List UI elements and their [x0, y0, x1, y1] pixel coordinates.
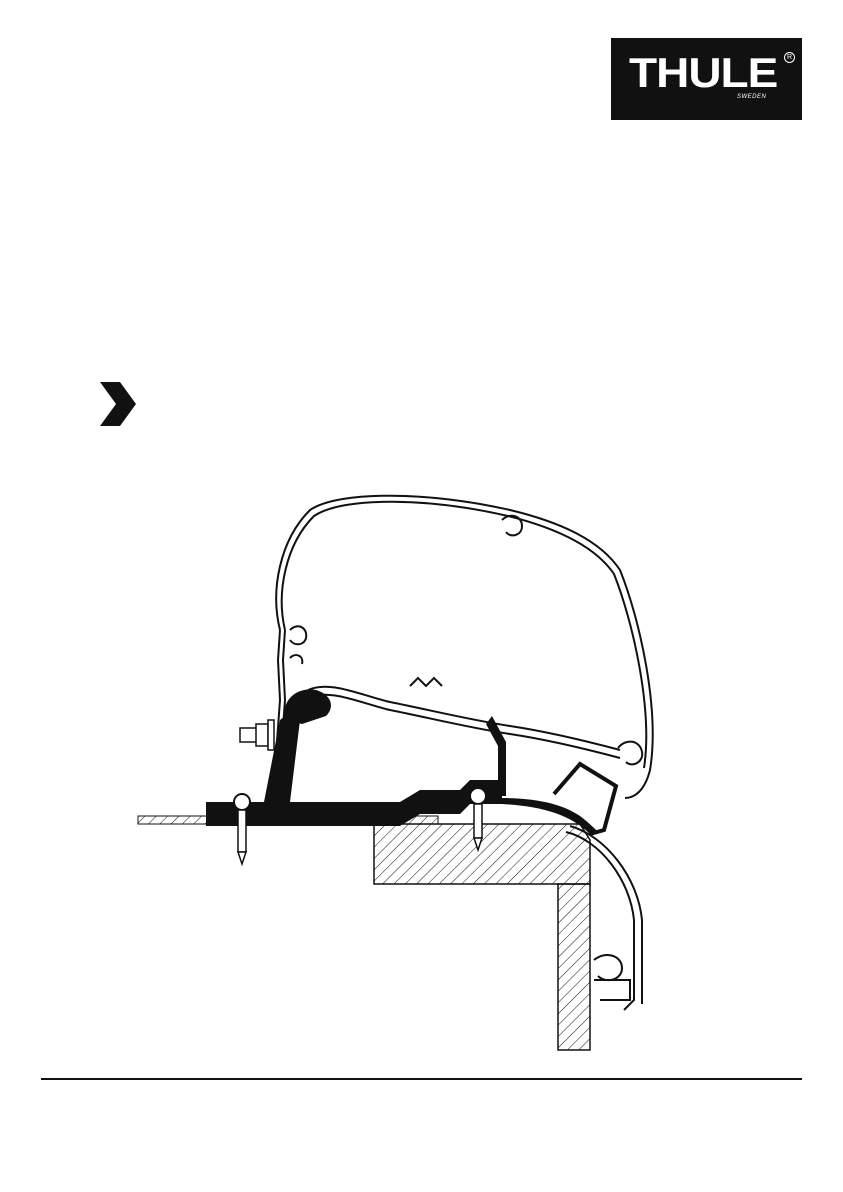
registered-mark: R: [784, 52, 795, 63]
adapter-profile: [206, 689, 598, 834]
footer-rule: [41, 1078, 802, 1080]
screw-left: [234, 794, 250, 864]
bolt: [240, 720, 274, 750]
wall-block: [374, 824, 590, 1050]
logo-wordmark: THULE: [629, 52, 777, 93]
logo-tagline: SWEDEN: [737, 94, 766, 100]
awning-mounting-cross-section: [130, 480, 690, 1055]
thule-logo: THULE SWEDEN R: [611, 38, 802, 120]
chevron-right-icon: [98, 380, 138, 428]
awning-cassette: [272, 496, 653, 810]
